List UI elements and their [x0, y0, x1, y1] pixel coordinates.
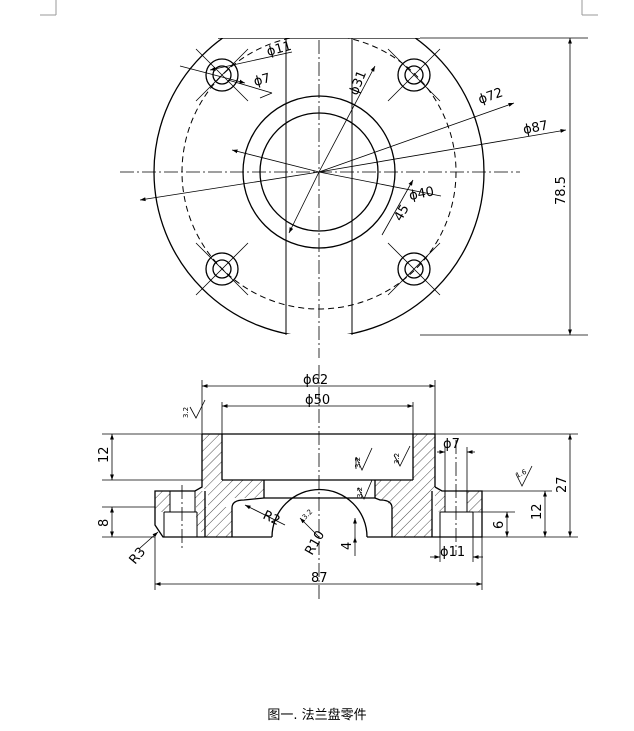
dim-d11-section-label: ϕ11 [440, 545, 465, 560]
roughness-label-1: 3.2 [182, 407, 190, 418]
dim-d50-label: ϕ50 [305, 393, 330, 408]
dim-d87-label: ϕ87 [522, 118, 550, 138]
dim-r3-label: R3 [127, 545, 150, 568]
dim-d72-label: ϕ72 [476, 85, 505, 107]
section-hole-right [439, 440, 474, 555]
section-view: 3.2 3.2 3.2 3.2 1.6 3.2 ϕ62 ϕ50 12 8 27 … [97, 365, 578, 600]
dim-r2-label: R2 [260, 508, 282, 529]
bolt-hole-bl [195, 242, 249, 296]
dim-h12-right-label: 12 [530, 503, 545, 520]
dim-d40-label: ϕ40 [408, 184, 436, 204]
page-corner-marks [40, 0, 598, 16]
figure-caption: 图一. 法兰盘零件 [267, 708, 367, 723]
dim-d7-label: ϕ7 [252, 71, 272, 90]
dim-h8-label: 8 [97, 519, 112, 527]
section-hatching [155, 434, 482, 537]
dim-h6-label: 6 [492, 521, 507, 529]
roughness-label-2: 3.2 [354, 457, 362, 468]
dim-d31-label: ϕ31 [347, 69, 370, 98]
dim-height-label: 78.5 [554, 176, 569, 205]
bolt-hole-br [387, 242, 441, 296]
dim-h4-label: 4 [340, 542, 355, 550]
dim-w87-label: 87 [311, 571, 328, 586]
roughness-label-3: 3.2 [393, 453, 401, 464]
roughness-marks [189, 399, 533, 500]
dim-h27-label: 27 [555, 476, 570, 493]
dim-angle-label: 45 [391, 202, 412, 224]
dim-d7-section-label: ϕ7 [443, 437, 460, 452]
bolt-hole-tr [387, 48, 441, 102]
dim-d11-label: ϕ11 [265, 39, 293, 60]
roughness-label-6: 3.2 [301, 508, 315, 522]
top-view: ϕ11 ϕ7 ϕ31 ϕ72 ϕ87 ϕ40 45 78.5 [120, 37, 588, 358]
section-hole-left [163, 485, 198, 548]
dim-r10-label: R10 [302, 528, 328, 558]
bolt-hole-tl [195, 48, 249, 102]
roughness-label-4: 3.2 [356, 487, 364, 498]
dim-d62-label: ϕ62 [303, 373, 328, 388]
dim-h12-left-label: 12 [97, 446, 112, 463]
